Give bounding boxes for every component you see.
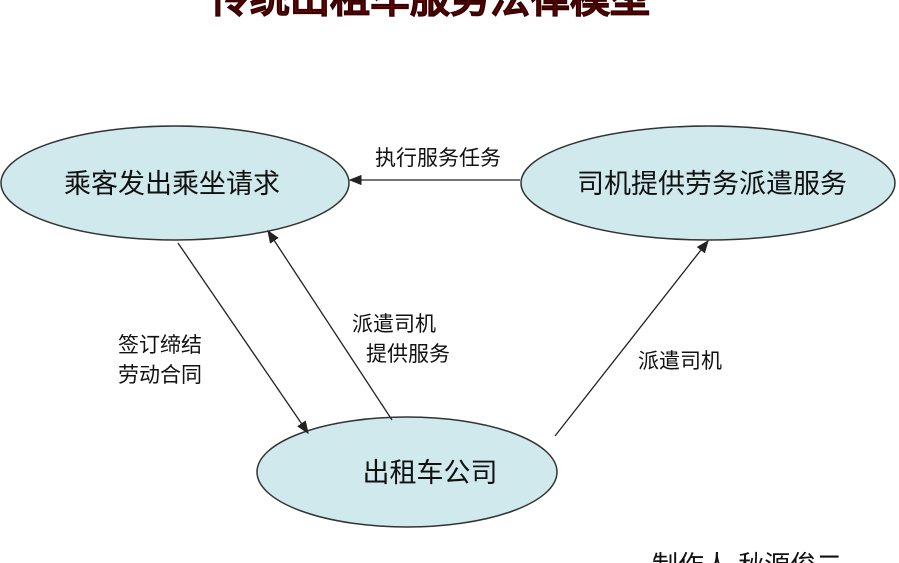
- edge-label-dispatch-1: 派遣司机: [352, 312, 436, 336]
- title: 传统出租车服务法律模型: [209, 0, 650, 22]
- edge-label-contract-1: 签订缔结: [118, 333, 202, 357]
- edge-label-execute-service: 执行服务任务: [375, 146, 501, 170]
- node-passenger-label: 乘客发出乘坐请求: [64, 169, 280, 200]
- footer-author: 制作人 秋源俊二: [652, 551, 842, 563]
- edge-label-contract-2: 劳动合同: [118, 363, 202, 387]
- node-company: [256, 416, 558, 528]
- arrow-company-to-driver: [554, 239, 709, 437]
- node-company-label: 出租车公司: [363, 458, 498, 489]
- node-driver-label: 司机提供劳务派遣服务: [577, 169, 847, 200]
- edge-label-dispatch-2: 提供服务: [366, 342, 450, 366]
- edge-label-dispatch-driver: 派遣司机: [638, 349, 722, 373]
- arrow-passenger-to-company: [177, 242, 309, 435]
- arrow-company-to-passenger: [267, 229, 393, 421]
